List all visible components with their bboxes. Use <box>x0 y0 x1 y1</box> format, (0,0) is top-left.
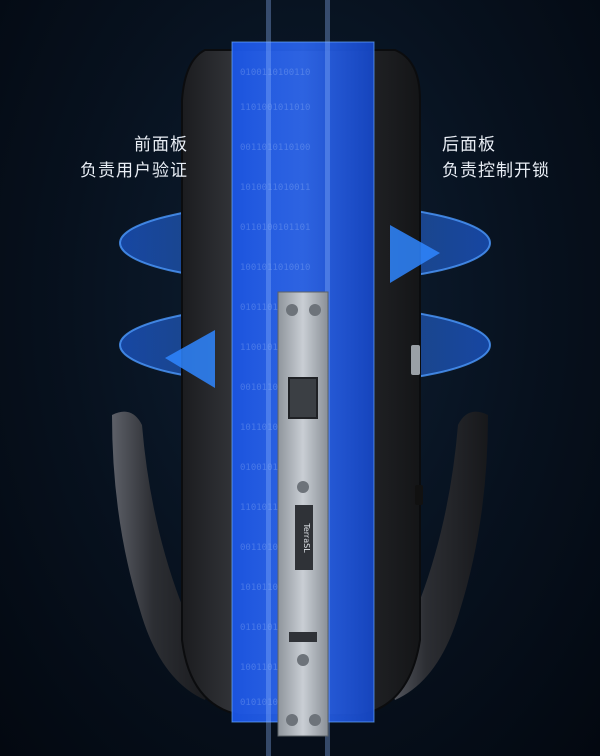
svg-text:0100101101011: 0100101101011 <box>240 463 310 473</box>
back-panel-title: 后面板 <box>442 135 496 155</box>
svg-text:0100110100110: 0100110100110 <box>240 68 310 78</box>
front-panel-title: 前面板 <box>134 135 188 155</box>
svg-text:1010011010011: 1010011010011 <box>240 183 310 193</box>
svg-text:1101001011010: 1101001011010 <box>240 103 310 113</box>
back-panel-desc: 负责控制开锁 <box>442 161 550 181</box>
svg-text:1101011010010: 1101011010010 <box>240 503 310 513</box>
svg-text:1100101101001: 1100101101001 <box>240 343 310 353</box>
side-button <box>415 485 423 505</box>
svg-text:1011010011010: 1011010011010 <box>240 423 310 433</box>
svg-text:0101101001101: 0101101001101 <box>240 303 310 313</box>
svg-text:1001011010010: 1001011010010 <box>240 263 310 273</box>
svg-text:0110101001011: 0110101001011 <box>240 623 310 633</box>
svg-text:0011010010110: 0011010010110 <box>240 543 310 553</box>
arrow-right-icon <box>390 225 440 283</box>
svg-text:0101010110101: 0101010110101 <box>240 698 310 708</box>
side-latch <box>411 345 420 375</box>
svg-text:0110100101101: 0110100101101 <box>240 223 310 233</box>
latch-plate <box>277 291 329 737</box>
light-rail-left <box>266 0 271 756</box>
back-panel-caption: 后面板 负责控制开锁 <box>442 132 592 184</box>
svg-text:1001101011010: 1001101011010 <box>240 663 310 673</box>
plate-brand-text: TerraSL <box>302 522 311 553</box>
arrow-left-icon <box>165 330 215 388</box>
front-panel-caption: 前面板 负责用户验证 <box>38 132 188 184</box>
svg-text:0011010110100: 0011010110100 <box>240 143 310 153</box>
front-panel-desc: 负责用户验证 <box>80 161 188 181</box>
svg-text:1010110100101: 1010110100101 <box>240 583 310 593</box>
svg-text:0010110100110: 0010110100110 <box>240 383 310 393</box>
